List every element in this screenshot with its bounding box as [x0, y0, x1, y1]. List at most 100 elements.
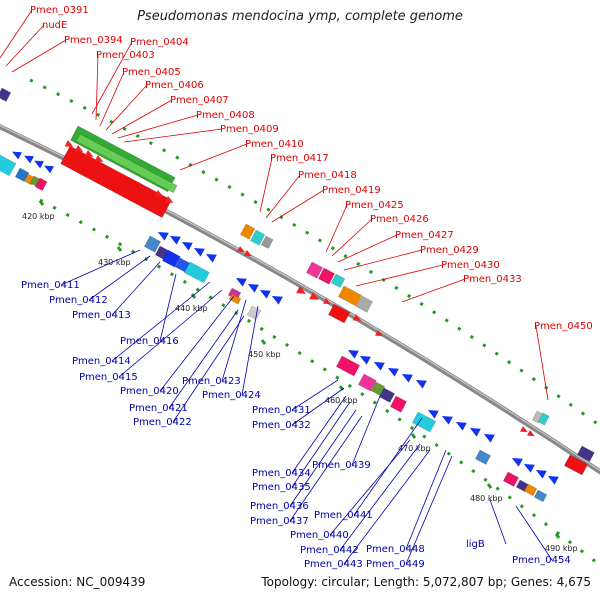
- gene-block: [356, 295, 373, 313]
- gene-label-pmen-0409: Pmen_0409: [220, 124, 279, 135]
- feature-layer: [0, 87, 595, 503]
- gene-arrow: [237, 246, 245, 253]
- label-line-pmen-0406: [105, 84, 148, 131]
- gene-label-pmen-0403: Pmen_0403: [96, 50, 155, 61]
- gene-arrow: [259, 289, 271, 299]
- gene-block: [318, 267, 335, 285]
- gene-arrow: [154, 190, 164, 197]
- gene-label-pmen-0432: Pmen_0432: [252, 420, 311, 431]
- gene-block: [144, 235, 161, 253]
- gene-arrow: [164, 196, 174, 203]
- gene-block: [330, 273, 346, 288]
- gene-block: [184, 261, 210, 284]
- label-line-layer: [0, 9, 553, 565]
- tick-mark: [486, 483, 493, 489]
- gene-label-pmen-0440: Pmen_0440: [290, 530, 349, 541]
- gene-label-pmen-0419: Pmen_0419: [322, 185, 381, 196]
- gene-label-pmen-0411: Pmen_0411: [21, 280, 80, 291]
- gene-block: [240, 223, 256, 240]
- gene-arrow: [359, 355, 371, 365]
- label-line-pmen-0431: [291, 379, 339, 411]
- tick-label: 420 kbp: [22, 212, 55, 221]
- gene-label-pmen-0424: Pmen_0424: [202, 390, 261, 401]
- gene-label-pmen-0421: Pmen_0421: [129, 403, 188, 414]
- label-line-pmen-0423: [221, 299, 247, 382]
- tick-label: 480 kbp: [470, 494, 503, 503]
- gene-label-pmen-0391: Pmen_0391: [30, 5, 89, 16]
- tick-label: 450 kbp: [248, 350, 281, 359]
- gene-arrow: [309, 292, 320, 300]
- gene-arrow: [523, 463, 535, 473]
- label-line-nude: [5, 24, 45, 67]
- label-line-pmen-0432: [291, 387, 345, 426]
- gene-label-pmen-0414: Pmen_0414: [72, 356, 131, 367]
- tick-mark: [410, 433, 417, 439]
- gene-label-pmen-0433: Pmen_0433: [463, 274, 522, 285]
- gene-block: [474, 449, 491, 465]
- tick-label: 470 kbp: [398, 444, 431, 453]
- inner-guide-arc: [39, 198, 600, 567]
- gene-arrow: [12, 151, 22, 160]
- gene-label-pmen-0417: Pmen_0417: [270, 153, 329, 164]
- gene-label-pmen-0406: Pmen_0406: [145, 80, 204, 91]
- gene-label-pmen-0425: Pmen_0425: [345, 200, 404, 211]
- gene-label-pmen-0450: Pmen_0450: [534, 321, 593, 332]
- gene-label-pmen-0454: Pmen_0454: [512, 555, 571, 566]
- gene-label-nude: nudE: [42, 20, 67, 31]
- gene-label-pmen-0436: Pmen_0436: [250, 501, 309, 512]
- label-line-pmen-0407: [111, 99, 173, 135]
- gene-block: [34, 177, 48, 191]
- gene-block: [228, 293, 242, 305]
- label-line-pmen-0391: [0, 9, 33, 59]
- gene-block: [246, 305, 262, 320]
- gene-label-pmen-0413: Pmen_0413: [72, 310, 131, 321]
- gene-label-pmen-0410: Pmen_0410: [245, 139, 304, 150]
- gene-block: [0, 87, 12, 102]
- gene-label-pmen-0418: Pmen_0418: [298, 170, 357, 181]
- gene-block: [75, 133, 178, 194]
- gene-label-pmen-0416: Pmen_0416: [120, 336, 179, 347]
- gene-arrow: [483, 433, 495, 443]
- gene-label-pmen-0394: Pmen_0394: [64, 35, 123, 46]
- label-line-pmen-0419: [271, 189, 325, 223]
- gene-arrow: [24, 155, 34, 164]
- label-line-pmen-0410: [179, 143, 248, 171]
- gene-block: [523, 483, 538, 497]
- gene-arrow: [401, 373, 413, 383]
- gene-label-pmen-0449: Pmen_0449: [366, 559, 425, 570]
- label-line-pmen-0409: [123, 128, 223, 143]
- label-line-pmen-0421: [168, 309, 239, 409]
- gene-label-pmen-0434: Pmen_0434: [252, 468, 311, 479]
- gene-label-pmen-0437: Pmen_0437: [250, 516, 309, 527]
- tick-mark: [116, 246, 123, 252]
- gene-label-pmen-0408: Pmen_0408: [196, 110, 255, 121]
- gene-block: [336, 355, 360, 377]
- label-line-pmen-0449: [405, 455, 453, 565]
- gene-label-pmen-0412: Pmen_0412: [49, 295, 108, 306]
- gene-block: [306, 261, 323, 279]
- label-line-pmen-0418: [265, 174, 301, 219]
- gene-block: [60, 145, 172, 218]
- label-line-pmen-0450: [535, 325, 549, 401]
- gene-block: [390, 395, 407, 413]
- tick-mark: [38, 200, 45, 206]
- gene-block: [502, 471, 519, 487]
- genome-stats-text: Topology: circular; Length: 5,072,807 bp…: [261, 575, 591, 589]
- gene-block: [564, 454, 588, 476]
- gene-arrow: [271, 295, 283, 305]
- gene-arrow: [169, 235, 181, 245]
- gene-arrow: [94, 155, 104, 162]
- gene-block: [250, 229, 266, 246]
- label-line-pmen-0443: [343, 449, 431, 565]
- gene-label-pmen-0427: Pmen_0427: [395, 230, 454, 241]
- gene-block: [328, 303, 351, 324]
- gene-label-pmen-0405: Pmen_0405: [122, 67, 181, 78]
- label-line-pmen-0429: [343, 249, 423, 271]
- label-line-pmen-0408: [117, 114, 199, 139]
- gene-arrow: [547, 475, 559, 485]
- tick-label: 460 kbp: [325, 396, 358, 405]
- gene-arrow: [352, 314, 362, 321]
